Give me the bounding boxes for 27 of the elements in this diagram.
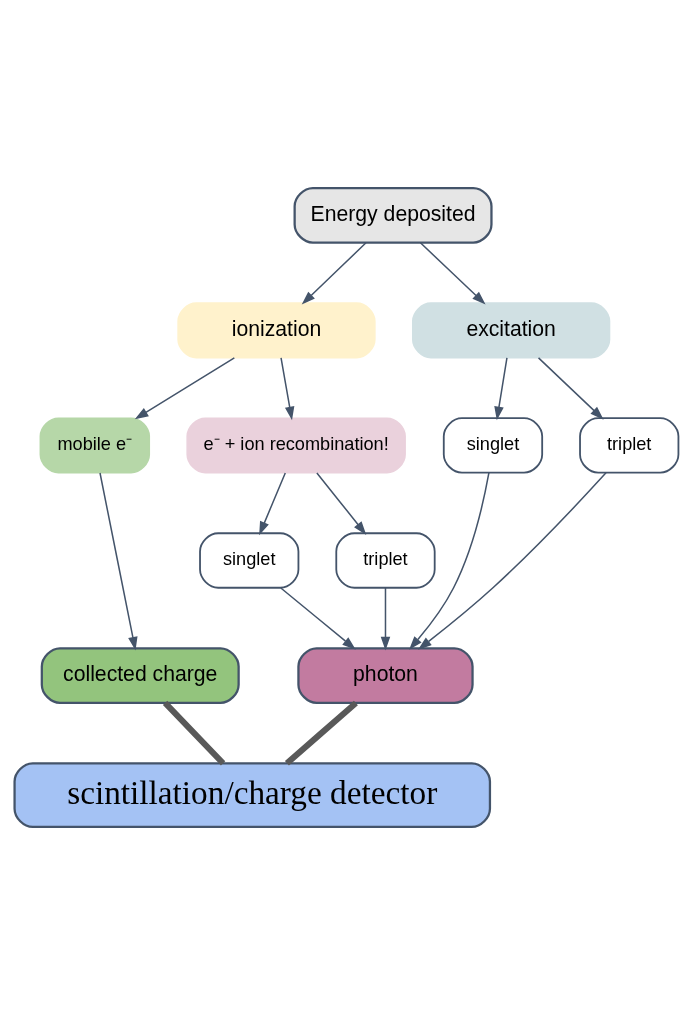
arrow (316, 472, 367, 535)
arrow (494, 357, 508, 421)
node-box: photon (297, 647, 474, 704)
arrow (418, 472, 607, 650)
node-box: singlet (199, 532, 300, 589)
arrow (301, 242, 367, 305)
node-box: excitation (412, 302, 611, 359)
node-box: triplet (335, 532, 436, 589)
arrow (380, 587, 391, 651)
node-box: triplet (579, 417, 680, 474)
node-box: singlet (442, 417, 544, 474)
arrow (537, 357, 604, 420)
arrow (259, 472, 287, 536)
arrow (419, 242, 486, 305)
arrow (134, 357, 236, 420)
arrow (409, 472, 490, 650)
connector (284, 700, 358, 766)
node-box: e⁻ + ion recombination! (186, 417, 406, 474)
arrow (99, 472, 138, 651)
node-box: mobile e⁻ (39, 417, 151, 474)
node-box: collected charge (40, 647, 240, 704)
node-box: ionization (177, 302, 376, 359)
node-box: scintillation/charge detector (13, 762, 492, 829)
arrow (280, 587, 356, 650)
arrow (280, 357, 295, 421)
node-box: Energy deposited (293, 186, 493, 244)
connector (162, 700, 226, 766)
